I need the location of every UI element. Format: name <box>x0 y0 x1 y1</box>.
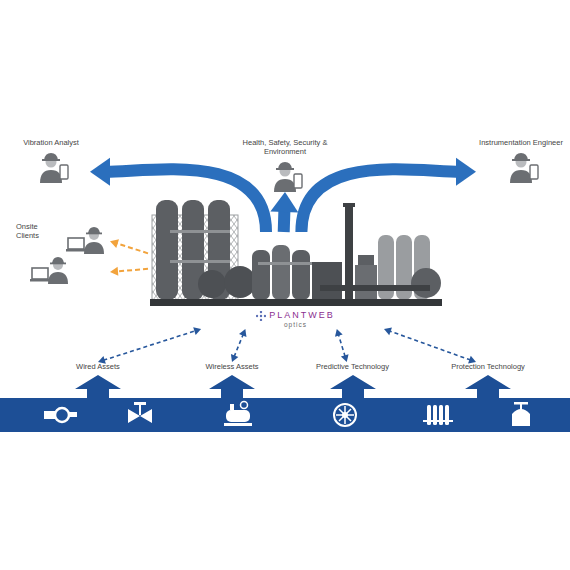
flow-arrow <box>301 158 476 232</box>
asset-node: Predictive Technology <box>295 362 410 401</box>
asset-node: Wireless Assets <box>177 362 287 401</box>
asset-arrow <box>465 375 511 401</box>
asset-node: Protection Technology <box>428 362 548 401</box>
arrowhead <box>90 158 110 186</box>
arrowhead <box>110 267 118 276</box>
connector-line <box>338 334 345 356</box>
logo-row: PLANTWEB <box>148 310 443 321</box>
role-label: Health, Safety, Security & Environment <box>226 138 344 156</box>
connector-line <box>116 243 148 253</box>
clients-node: Onsite Clients <box>16 222 110 286</box>
arrowhead <box>193 327 201 335</box>
asset-band <box>0 398 570 432</box>
arrowhead <box>270 192 298 212</box>
person-node: Health, Safety, Security & Environment <box>226 138 344 192</box>
asset-arrow <box>330 375 376 401</box>
person-node: Vibration Analyst <box>12 138 90 183</box>
plant-illustration <box>150 200 442 306</box>
asset-arrow <box>75 375 121 401</box>
arrowhead <box>341 354 349 362</box>
asset-label: Wireless Assets <box>177 362 287 371</box>
connector-line <box>106 169 266 232</box>
asset-label: Protection Technology <box>428 362 548 371</box>
arrowhead <box>335 329 343 337</box>
plant-node: PLANTWEBoptics <box>148 232 443 329</box>
role-label: Vibration Analyst <box>12 138 90 147</box>
client-link <box>110 267 148 276</box>
arrowhead <box>456 158 476 186</box>
person-node: Instrumentation Engineer <box>476 138 566 183</box>
logo-subtext: optics <box>148 321 443 329</box>
arrowhead <box>231 354 238 362</box>
asset-arrow <box>209 375 255 401</box>
person-icon <box>265 158 305 192</box>
data-link <box>98 327 201 363</box>
arrowhead <box>239 329 246 337</box>
connector-line <box>389 331 470 360</box>
connector-line <box>234 334 243 357</box>
logo-mark <box>256 311 266 321</box>
connector-line <box>301 169 460 232</box>
asset-icons <box>44 402 530 427</box>
arrowhead <box>110 239 119 248</box>
connector-line <box>116 269 148 272</box>
flow-arrow <box>90 158 266 232</box>
role-label: Onsite Clients <box>16 222 60 240</box>
data-link <box>384 328 476 364</box>
connector-line <box>103 331 195 361</box>
client-link <box>110 239 148 253</box>
asset-label: Predictive Technology <box>295 362 410 371</box>
logo-text: PLANTWEB <box>269 310 335 321</box>
asset-node: Wired Assets <box>43 362 153 401</box>
asset-label: Wired Assets <box>43 362 153 371</box>
data-link <box>231 329 247 362</box>
person-icon <box>31 149 71 183</box>
data-link <box>335 329 349 362</box>
arrowhead <box>384 328 392 336</box>
role-label: Instrumentation Engineer <box>476 138 566 147</box>
person-icon <box>501 149 541 183</box>
flow-arrow <box>270 192 298 232</box>
